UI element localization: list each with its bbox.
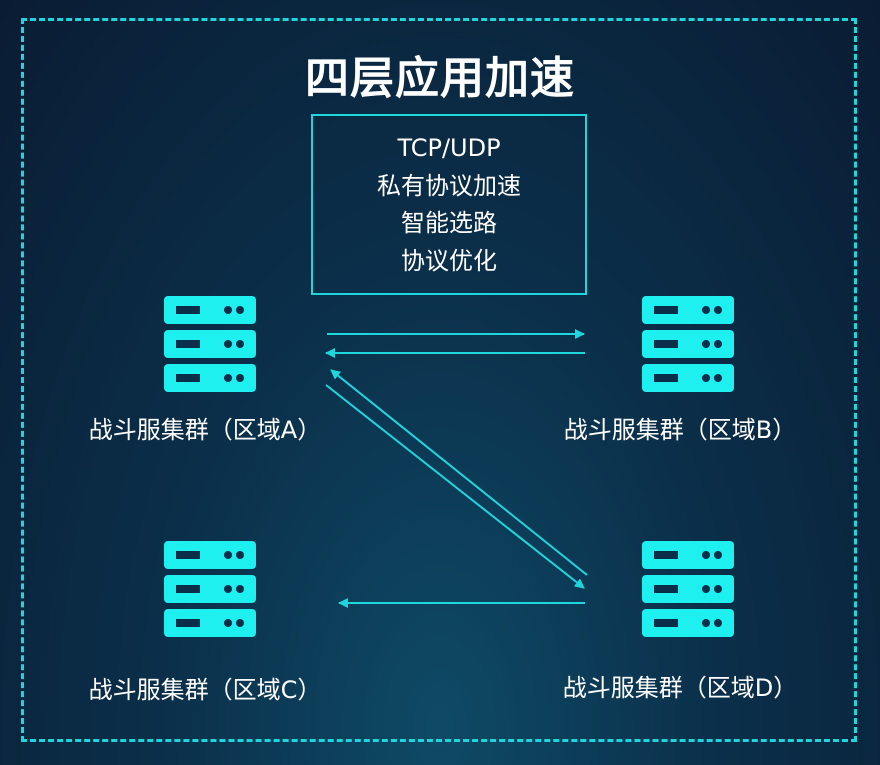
- feature-item: 私有协议加速: [377, 171, 521, 200]
- diagram-title: 四层应用加速: [305, 53, 575, 104]
- dashed-border-frame: [21, 18, 857, 742]
- server-rack-icon: [164, 541, 256, 637]
- server-rack-icon: [164, 296, 256, 392]
- cluster-label-d: 战斗服集群（区域D）: [562, 674, 798, 702]
- feature-item: 智能选路: [401, 209, 497, 238]
- cluster-label-c: 战斗服集群（区域C）: [88, 676, 322, 704]
- server-rack-icon: [642, 541, 734, 637]
- feature-item: 协议优化: [401, 247, 497, 276]
- feature-item: TCP/UDP: [397, 133, 501, 162]
- cluster-label-a: 战斗服集群（区域A）: [88, 416, 322, 444]
- cluster-label-b: 战斗服集群（区域B）: [563, 416, 797, 444]
- server-rack-icon: [642, 296, 734, 392]
- features-box: TCP/UDP 私有协议加速 智能选路 协议优化: [311, 114, 587, 295]
